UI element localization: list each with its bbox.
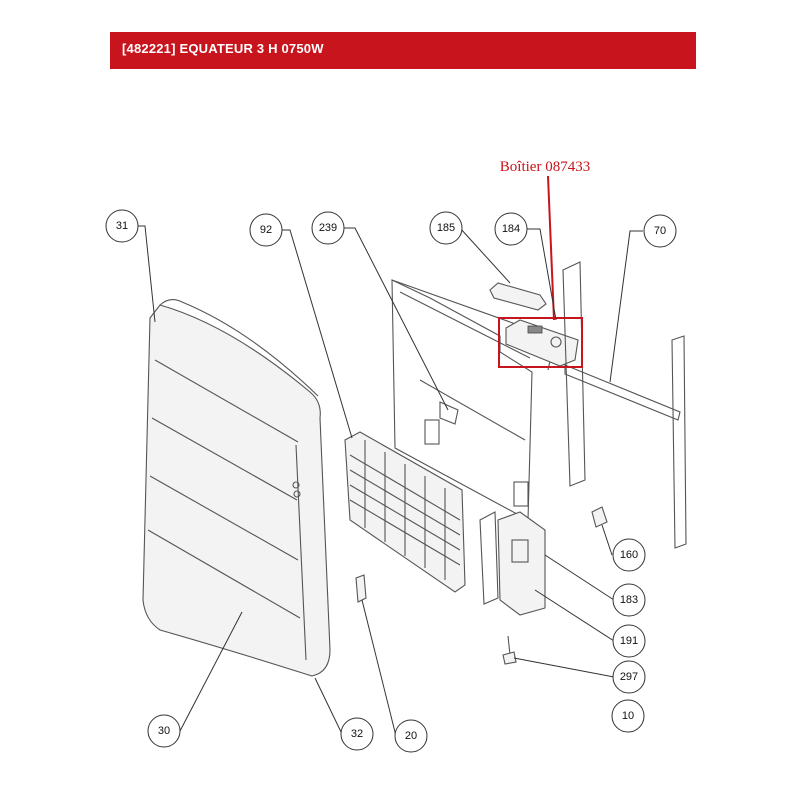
part-bubble-70: 70 bbox=[643, 214, 677, 248]
wall-bracket bbox=[562, 261, 687, 549]
part-bubble-92: 92 bbox=[249, 213, 283, 247]
part-bubble-20: 20 bbox=[394, 719, 428, 753]
control-box bbox=[505, 319, 579, 367]
switch bbox=[591, 506, 608, 528]
part-bubble-191: 191 bbox=[612, 624, 646, 658]
svg-text:92: 92 bbox=[260, 224, 272, 236]
part-bubble-297: 297 bbox=[612, 660, 646, 694]
title-bar: [482221] EQUATEUR 3 H 0750W bbox=[110, 32, 696, 69]
svg-text:297: 297 bbox=[620, 671, 638, 683]
svg-text:160: 160 bbox=[620, 549, 638, 561]
thermostat-module bbox=[479, 511, 546, 616]
svg-text:30: 30 bbox=[158, 725, 170, 737]
callout-pointer-line bbox=[547, 175, 555, 321]
page-title: [482221] EQUATEUR 3 H 0750W bbox=[122, 41, 324, 56]
callout-label: Boîtier 087433 bbox=[500, 159, 590, 175]
part-bubble-239: 239 bbox=[311, 211, 345, 245]
svg-text:239: 239 bbox=[319, 222, 337, 234]
svg-text:20: 20 bbox=[405, 730, 417, 742]
svg-text:10: 10 bbox=[622, 710, 634, 722]
part-bubble-184: 184 bbox=[494, 212, 528, 246]
heating-element bbox=[344, 431, 466, 593]
svg-text:184: 184 bbox=[502, 223, 520, 235]
cover-plate bbox=[489, 282, 547, 311]
svg-text:185: 185 bbox=[437, 222, 455, 234]
part-bubble-160: 160 bbox=[612, 538, 646, 572]
part-bubble-30: 30 bbox=[147, 714, 181, 748]
callout-highlight-box bbox=[498, 317, 583, 368]
svg-text:183: 183 bbox=[620, 594, 638, 606]
leader-lines bbox=[137, 225, 643, 737]
svg-text:31: 31 bbox=[116, 220, 128, 232]
svg-text:32: 32 bbox=[351, 728, 363, 740]
sensor bbox=[355, 574, 367, 603]
part-bubble-10: 10 bbox=[611, 699, 645, 733]
probe bbox=[502, 635, 517, 665]
front-panel bbox=[142, 299, 331, 677]
part-bubble-31: 31 bbox=[105, 209, 139, 243]
svg-text:191: 191 bbox=[620, 635, 638, 647]
part-bubble-185: 185 bbox=[429, 211, 463, 245]
part-bubble-183: 183 bbox=[612, 583, 646, 617]
svg-text:70: 70 bbox=[654, 225, 666, 237]
part-bubble-32: 32 bbox=[340, 717, 374, 751]
